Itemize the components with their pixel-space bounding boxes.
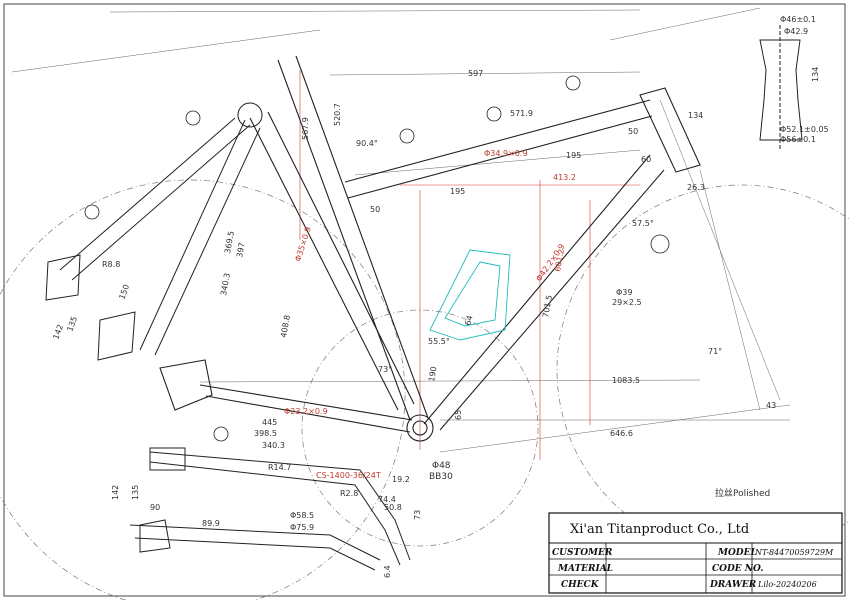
dim-55-5: 55.5°	[428, 337, 450, 346]
dim-43: 43	[766, 401, 776, 410]
model-label: MODEL	[717, 548, 757, 558]
dim-65: 65	[454, 410, 463, 420]
code-label: CODE NO.	[712, 564, 763, 574]
dim-150: 150	[117, 283, 131, 300]
bb-standard-label: BB30	[429, 472, 453, 482]
dim-top-52: Φ52.1±0.05	[780, 125, 829, 134]
bottle-cage	[429, 249, 511, 341]
dim-60: 60	[641, 155, 651, 164]
title-block: Xi'an Titanproduct Co., Ltd CUSTOMER MAT…	[548, 512, 843, 594]
customer-label: CUSTOMER	[552, 548, 613, 558]
dim-190: 190	[427, 366, 439, 383]
dim-chainring: CS-1400-36/24T	[316, 471, 381, 480]
dim-408-8: 408.8	[279, 314, 292, 338]
dim-135b: 135	[131, 485, 140, 500]
dim-142b: 142	[111, 485, 120, 500]
dim-58-5: Φ58.5	[290, 511, 314, 520]
dim-64: 64	[463, 314, 474, 326]
check-label: CHECK	[561, 580, 600, 590]
dim-r2-8: R2.8	[340, 489, 358, 498]
dim-340-3: 340.3	[262, 441, 285, 450]
dim-195a: 195	[450, 187, 465, 196]
dim-19-2: 19.2	[392, 475, 410, 484]
dim-phi39b: 29×2.5	[612, 298, 642, 307]
dim-89-9: 89.9	[202, 519, 220, 528]
dimension-labels: 597 571.9 520.7 567.9 134 90.4° 195 195 …	[51, 15, 828, 578]
dim-445: 445	[262, 418, 277, 427]
drawer-value: Lilo-20240206	[757, 580, 817, 589]
dim-601-2: 601.2	[553, 248, 566, 272]
dim-195b: 195	[566, 151, 581, 160]
dim-701-5: 701.5	[541, 294, 554, 318]
red-construction-lines	[299, 70, 640, 460]
dim-71-deg: 71°	[708, 347, 722, 356]
dim-top-134: 134	[811, 67, 820, 82]
dim-520-7: 520.7	[333, 103, 342, 126]
dim-646-6: 646.6	[610, 429, 633, 438]
dim-597: 597	[468, 69, 483, 78]
dim-top-56: Φ56±0.1	[780, 135, 816, 144]
dim-34-9: Φ34.9×0.9	[484, 149, 528, 158]
dim-1083-5: 1083.5	[612, 376, 640, 385]
dim-26-3: 26.3	[687, 183, 705, 192]
dim-50-8: 50.8	[384, 503, 402, 512]
dim-397: 397	[235, 242, 247, 259]
dim-phi39: Φ39	[616, 288, 632, 297]
dim-35: Φ35×0.9	[293, 226, 313, 263]
dim-571-9: 571.9	[510, 109, 533, 118]
dim-r14-7: R14.7	[268, 463, 291, 472]
dim-340-3b: 340.3	[219, 272, 232, 296]
bb-diameter-label: Φ48	[432, 461, 451, 471]
dim-90-4: 90.4°	[356, 139, 378, 148]
dim-6-4: 6.4	[383, 565, 392, 578]
dim-50b: 50	[628, 127, 638, 136]
dim-75-9: Φ75.9	[290, 523, 314, 532]
dim-90: 90	[150, 503, 160, 512]
rear-stay-detail	[45, 102, 263, 361]
brake-symbols	[84, 75, 670, 442]
construction-lines	[11, 7, 791, 453]
dim-369-5: 369.5	[223, 230, 236, 254]
dim-73-deg: 73°	[378, 365, 392, 374]
dim-r8-8: R8.8	[102, 260, 120, 269]
dim-73: 73	[413, 510, 422, 520]
company-name: Xi'an Titanproduct Co., Ltd	[570, 522, 749, 537]
dim-567-9: 567.9	[301, 117, 310, 140]
model-value: NT-84470059729M	[754, 548, 834, 557]
dim-50a: 50	[370, 205, 380, 214]
drawer-label: DRAWER	[709, 580, 757, 590]
drawing-border	[3, 3, 846, 597]
dim-134: 134	[688, 111, 703, 120]
material-label: MATERIAL	[557, 564, 613, 574]
chainstay-plan	[129, 447, 411, 571]
dim-23-2: Φ23.2×0.9	[284, 407, 328, 416]
dim-142: 142	[51, 323, 65, 340]
headtube-section	[759, 25, 803, 150]
main-frame	[159, 55, 701, 442]
finish-note: 拉丝Polished	[715, 487, 770, 499]
dim-398-5: 398.5	[254, 429, 277, 438]
dim-413-2: 413.2	[553, 173, 576, 182]
dim-top-42: Φ42.9	[784, 27, 808, 36]
dim-57-5: 57.5°	[632, 219, 654, 228]
dim-74-4: 74.4	[378, 495, 396, 504]
dim-135: 135	[65, 315, 79, 332]
dim-top-46: Φ46±0.1	[780, 15, 816, 24]
